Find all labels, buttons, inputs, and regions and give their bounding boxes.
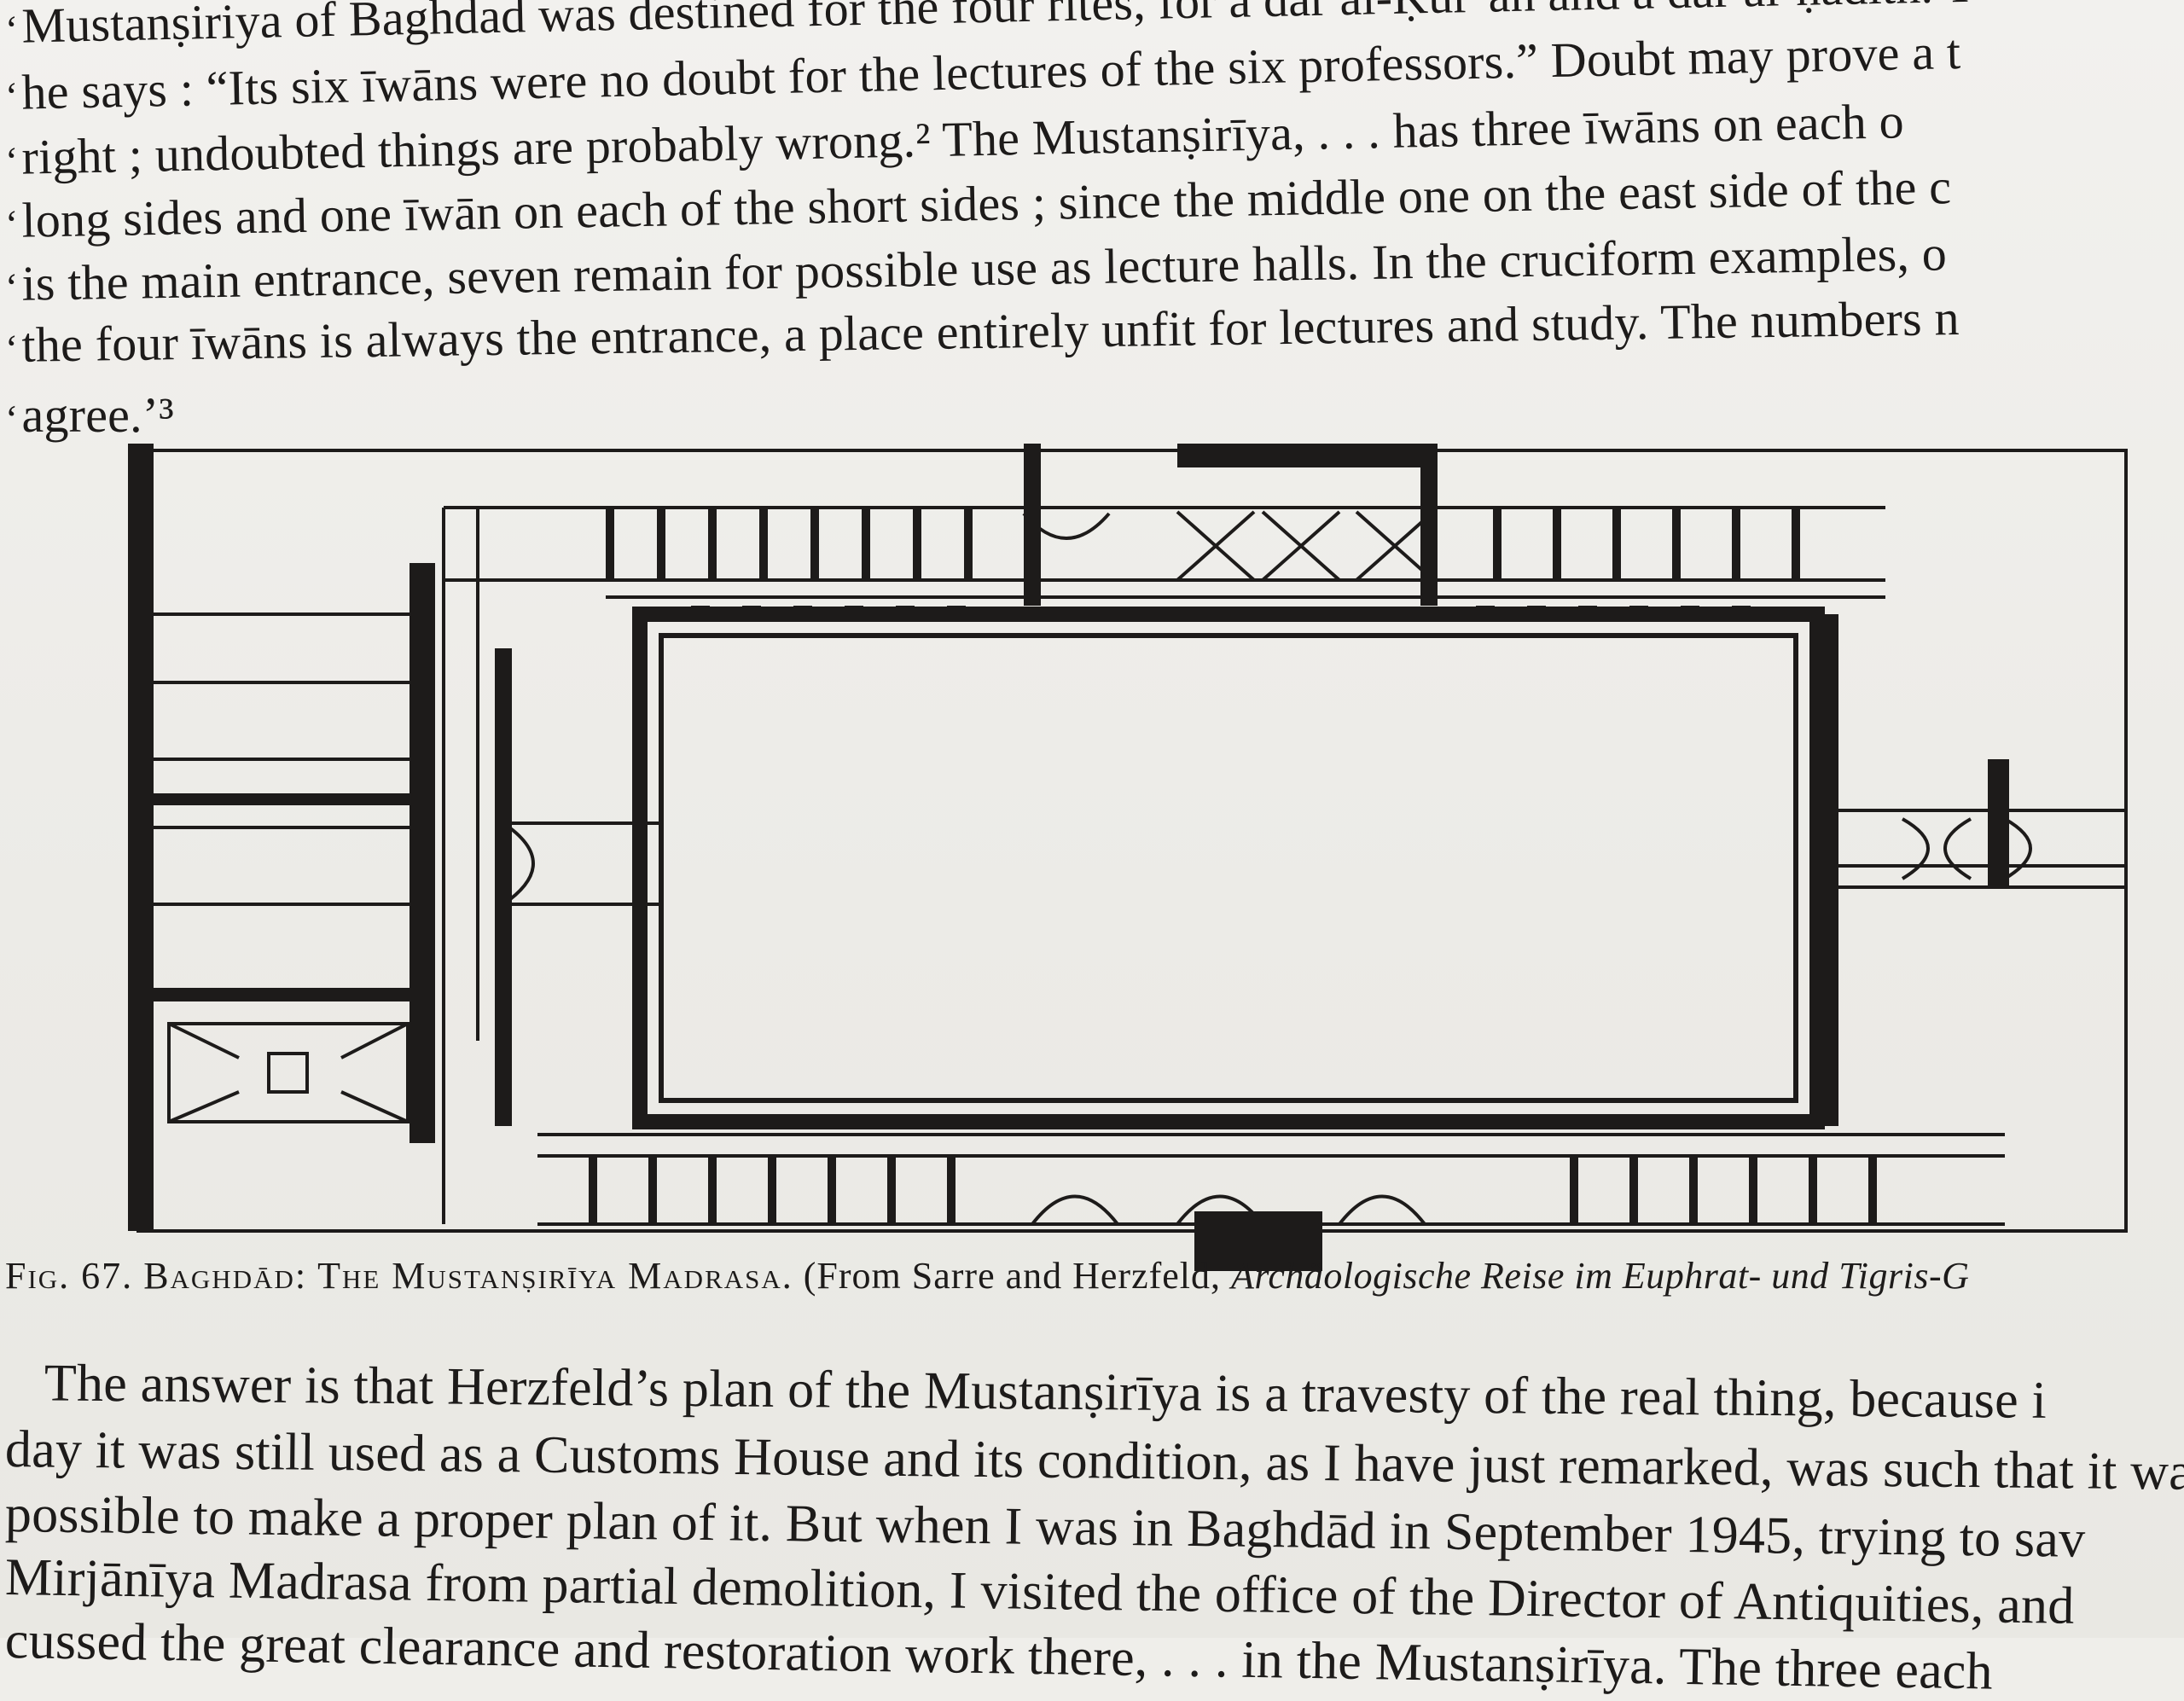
text-line-7: ‘agree.’³ bbox=[5, 387, 174, 443]
text-line-9: day it was still used as a Customs House… bbox=[4, 1420, 2184, 1501]
figure-place: Baghdād bbox=[143, 1255, 295, 1297]
figure-title: The Mustanṣirīya Madrasa. bbox=[317, 1255, 793, 1297]
figure-source-prefix: (From Sarre and Herzfeld, bbox=[803, 1255, 1222, 1297]
figure-source-title: Archäologische Reise im Euphrat- und Tig… bbox=[1231, 1255, 1970, 1297]
plan-courtyard bbox=[659, 633, 1798, 1103]
plan-south-entrance bbox=[1194, 1211, 1322, 1271]
plan-court-arcade bbox=[632, 607, 1825, 1129]
text-line-8: The answer is that Herzfeld’s plan of th… bbox=[4, 1354, 2048, 1430]
plan-west-wall bbox=[128, 444, 154, 1231]
figure-caption: Fig. 67. Baghdād: The Mustanṣirīya Madra… bbox=[5, 1255, 1970, 1297]
figure-label: Fig. 67. bbox=[5, 1255, 134, 1297]
floor-plan-drawing bbox=[128, 444, 2128, 1271]
floor-plan-figure bbox=[128, 444, 2133, 1271]
plan-west-hall bbox=[167, 1022, 410, 1123]
